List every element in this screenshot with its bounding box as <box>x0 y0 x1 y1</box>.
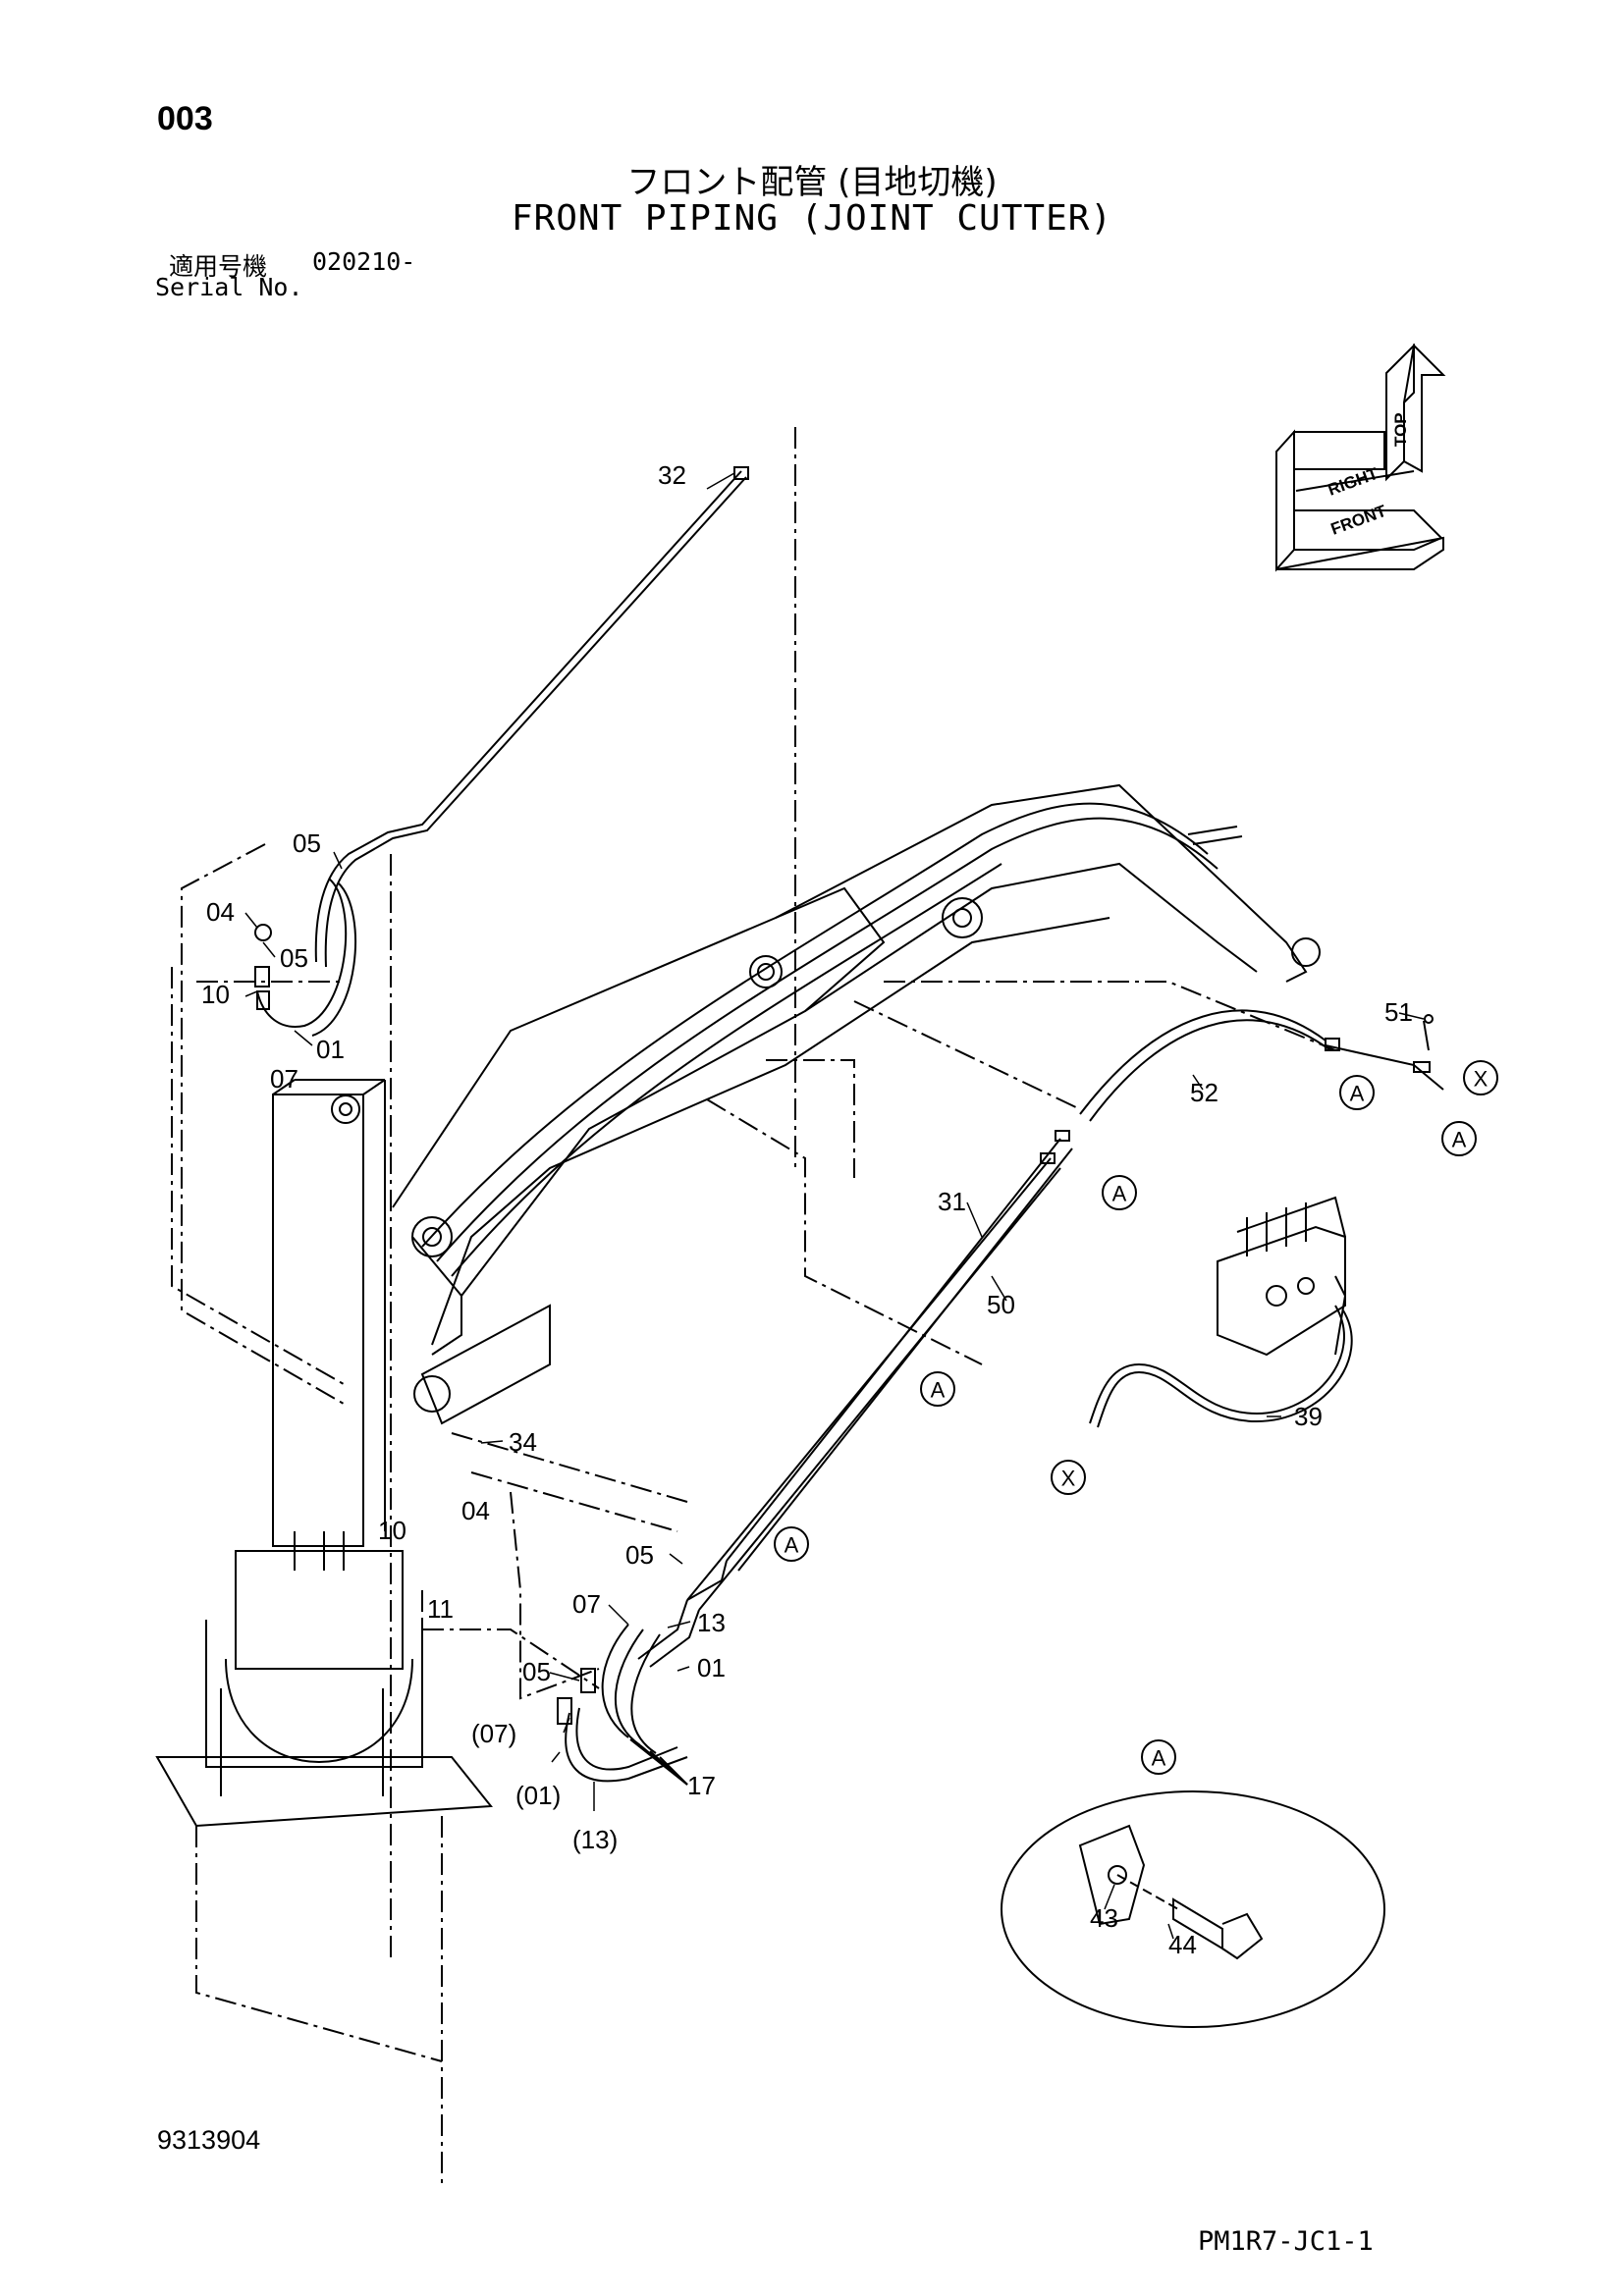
callout-07-lower: 07 <box>572 1589 601 1619</box>
hose-52 <box>1079 1009 1444 1122</box>
leader-lines <box>244 472 1425 1940</box>
callout-05-lower-right: 05 <box>625 1540 654 1570</box>
mast-assembly <box>155 1079 493 1828</box>
detail-a-view <box>1001 1790 1385 2028</box>
callout-52: 52 <box>1190 1078 1218 1107</box>
marker-x-1: X <box>1463 1060 1498 1095</box>
callout-01-lower: 01 <box>697 1653 726 1682</box>
callout-10-left: 10 <box>201 980 230 1009</box>
boom-structure <box>392 783 1321 1425</box>
part-callouts: 32 05 04 05 10 01 07 51 52 31 50 39 34 0… <box>201 460 1413 1959</box>
marker-a-detail: A <box>1141 1739 1176 1775</box>
orientation-front: FRONT <box>1328 502 1389 539</box>
callout-13-ref: (13) <box>572 1825 618 1854</box>
callout-51: 51 <box>1384 997 1413 1027</box>
callout-04-lower: 04 <box>461 1496 490 1525</box>
pipe-32 <box>314 466 749 968</box>
marker-a-3: A <box>1102 1175 1137 1210</box>
callout-04-left: 04 <box>206 897 235 927</box>
hose-39 <box>1089 1305 1353 1428</box>
callout-07-ref: (07) <box>471 1719 516 1748</box>
pipes-31-50 <box>637 1130 1073 1668</box>
callout-17: 17 <box>687 1771 716 1800</box>
callout-34: 34 <box>509 1427 537 1457</box>
callout-05-top: 05 <box>293 828 321 858</box>
callout-31: 31 <box>938 1187 966 1216</box>
callout-50: 50 <box>987 1290 1015 1319</box>
callout-05-left: 05 <box>280 943 308 973</box>
callout-05-lower-left: 05 <box>522 1657 551 1686</box>
serial-label-english: Serial No. <box>155 273 303 301</box>
callout-11: 11 <box>427 1594 454 1624</box>
svg-text:X: X <box>1474 1067 1489 1092</box>
callout-39: 39 <box>1294 1402 1323 1431</box>
svg-text:X: X <box>1061 1467 1076 1491</box>
serial-number-value: 020210- <box>312 247 416 276</box>
svg-text:A: A <box>931 1378 946 1403</box>
marker-a-5: A <box>774 1526 809 1562</box>
page-title-english: FRONT PIPING (JOINT CUTTER) <box>511 198 1113 239</box>
svg-text:A: A <box>785 1533 799 1558</box>
marker-a-4: A <box>920 1371 955 1407</box>
orientation-indicator <box>1275 343 1446 572</box>
control-valve <box>1217 1196 1347 1357</box>
svg-text:A: A <box>1112 1182 1127 1206</box>
lower-hose-bundle <box>557 1624 688 1786</box>
orientation-top: TOP <box>1391 412 1410 447</box>
callout-44: 44 <box>1168 1930 1197 1959</box>
page-title-japanese: フロント配管 (目地切機) <box>626 163 998 202</box>
callout-01-left: 01 <box>316 1035 345 1064</box>
svg-text:A: A <box>1152 1746 1166 1771</box>
svg-text:A: A <box>1452 1128 1467 1152</box>
document-code: 9313904 <box>157 2125 261 2155</box>
callout-32: 32 <box>658 460 686 490</box>
callout-01-ref: (01) <box>515 1781 561 1810</box>
callout-43: 43 <box>1090 1903 1118 1933</box>
callout-13: 13 <box>697 1608 726 1637</box>
marker-a-1: A <box>1339 1075 1375 1110</box>
reference-lines <box>171 427 1336 2184</box>
svg-text:A: A <box>1350 1082 1365 1106</box>
marker-a-2: A <box>1441 1121 1477 1156</box>
serial-label-japanese: 適用号機 <box>169 252 268 281</box>
callout-07-left: 07 <box>270 1064 298 1094</box>
sheet-code: PM1R7-JC1-1 <box>1198 2226 1374 2257</box>
marker-x-2: X <box>1051 1460 1086 1495</box>
reference-markers: A X A A A X A A <box>774 1060 1498 1775</box>
left-hose-group <box>254 878 356 1037</box>
callout-10-lower: 10 <box>378 1516 406 1545</box>
page-number: 003 <box>157 100 213 137</box>
